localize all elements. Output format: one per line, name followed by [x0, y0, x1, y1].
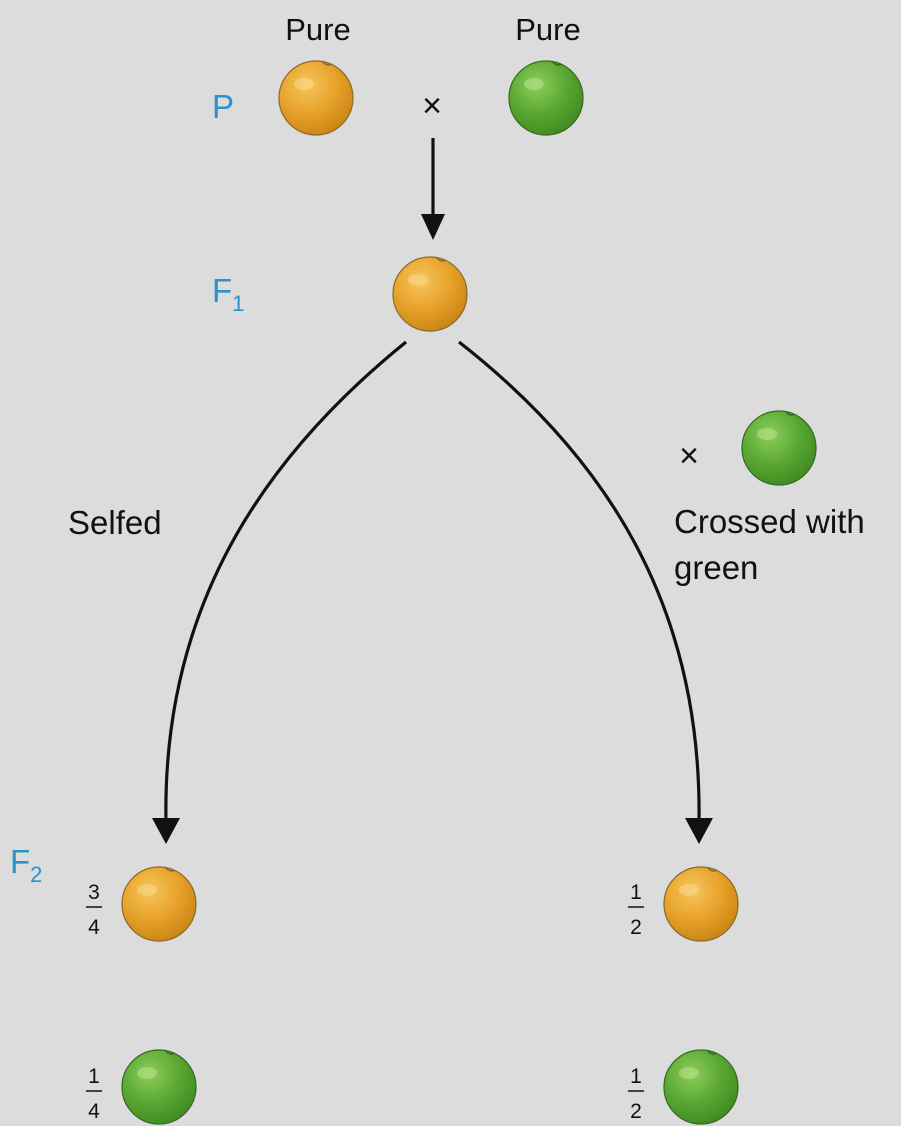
generation-f1-subscript: 1 — [232, 291, 244, 316]
testcross-green-pea-icon — [741, 410, 817, 486]
svg-text:1: 1 — [88, 1065, 100, 1088]
parent-cross-symbol: × — [422, 87, 442, 125]
generation-f2-subscript: 2 — [30, 862, 42, 887]
crossed-yellow-fraction: 1 2 — [628, 881, 644, 939]
crossed-yellow-pea-icon — [663, 866, 739, 942]
crossed-green-pea-icon — [663, 1049, 739, 1125]
p-to-f1-arrowhead-icon — [421, 214, 445, 240]
generation-p-label: P — [212, 88, 234, 125]
generation-f2-label: F2 — [10, 843, 42, 887]
svg-text:4: 4 — [88, 916, 100, 939]
svg-text:2: 2 — [630, 916, 642, 939]
crossed-green-fraction: 1 2 — [628, 1065, 644, 1123]
parent-right-label: Pure — [515, 12, 580, 47]
parent-left-label: Pure — [285, 12, 350, 47]
svg-text:2: 2 — [630, 1100, 642, 1123]
svg-text:1: 1 — [630, 1065, 642, 1088]
parent-green-pea-icon — [508, 60, 584, 136]
crossed-branch-curve — [458, 340, 701, 823]
selfed-branch-curve — [164, 340, 408, 823]
parent-yellow-pea-icon — [278, 60, 354, 136]
svg-text:4: 4 — [88, 1100, 100, 1123]
generation-f1-label: F1 — [212, 272, 244, 316]
selfed-yellow-pea-icon — [121, 866, 197, 942]
crossed-with-green-label: Crossed with green — [674, 503, 874, 586]
selfed-arrowhead-icon — [152, 818, 180, 844]
crossed-arrowhead-icon — [685, 818, 713, 844]
selfed-green-fraction: 1 4 — [86, 1065, 102, 1123]
selfed-label: Selfed — [68, 504, 162, 541]
svg-text:1: 1 — [630, 881, 642, 904]
branch-cross-symbol: × — [679, 437, 699, 475]
f1-yellow-pea-icon — [392, 256, 468, 332]
selfed-yellow-fraction: 3 4 — [86, 881, 102, 939]
selfed-green-pea-icon — [121, 1049, 197, 1125]
svg-text:3: 3 — [88, 881, 100, 904]
